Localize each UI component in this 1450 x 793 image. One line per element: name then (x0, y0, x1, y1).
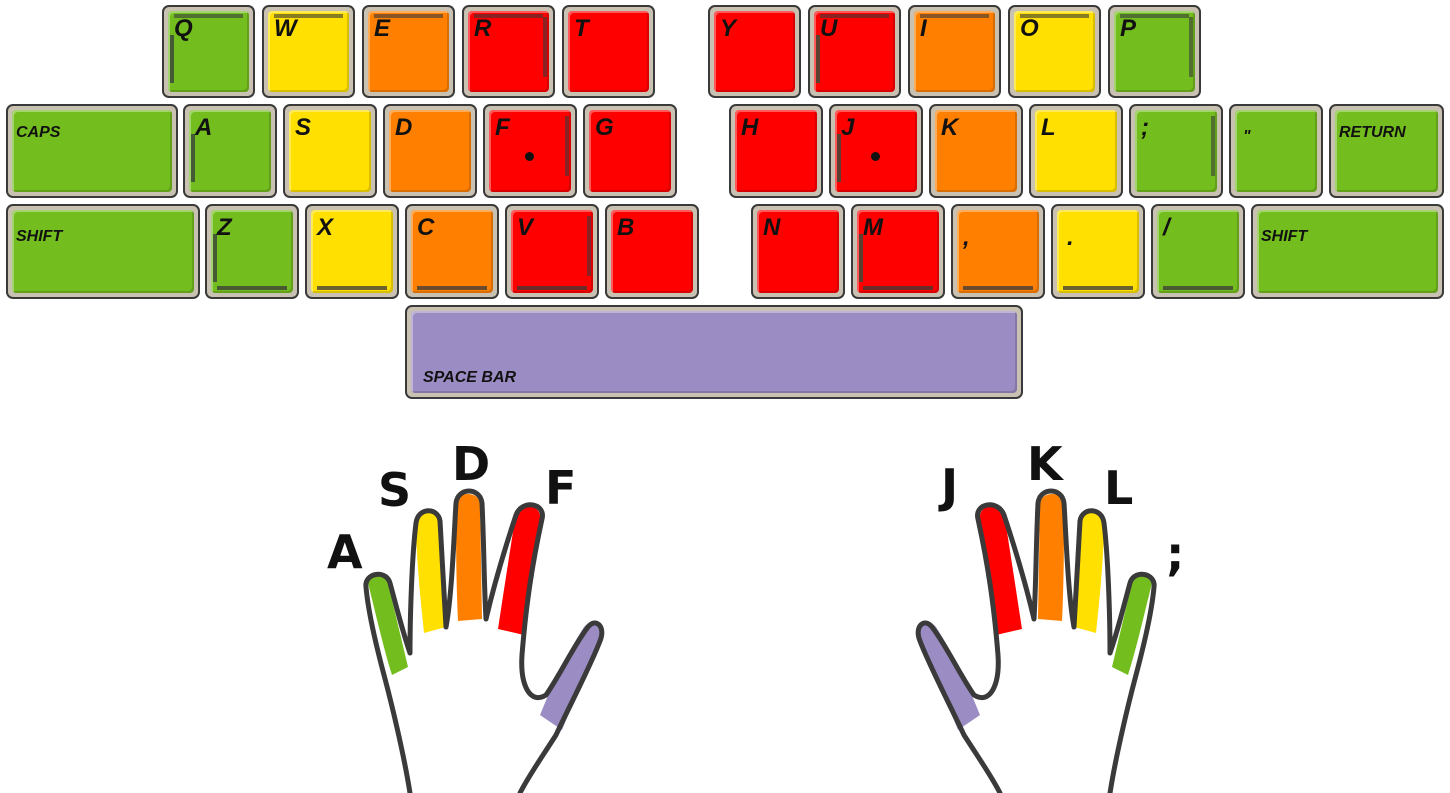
key-return[interactable]: RETURN (1329, 104, 1444, 198)
key-u[interactable]: U (808, 5, 901, 98)
key-label: " (1243, 128, 1251, 146)
key-label: RETURN (1339, 124, 1406, 142)
key-label: Z (217, 214, 232, 242)
key-f[interactable]: F (483, 104, 577, 198)
key-b[interactable]: B (605, 204, 699, 299)
key-m[interactable]: M (851, 204, 945, 299)
key-shift-right[interactable]: SHIFT (1251, 204, 1444, 299)
right-middle-finger (1038, 494, 1064, 621)
key-period[interactable]: . (1051, 204, 1145, 299)
key-shift-left[interactable]: SHIFT (6, 204, 200, 299)
key-quote[interactable]: " (1229, 104, 1323, 198)
key-caps[interactable]: CAPS (6, 104, 178, 198)
key-label: SHIFT (16, 228, 62, 246)
key-h[interactable]: H (729, 104, 823, 198)
left-index-label: F (545, 461, 576, 515)
key-a[interactable]: A (183, 104, 277, 198)
key-label: G (595, 114, 614, 142)
key-label: A (195, 114, 212, 142)
key-label: R (474, 15, 491, 43)
key-label: W (274, 15, 297, 43)
key-label: Y (720, 15, 736, 43)
key-comma[interactable]: , (951, 204, 1045, 299)
key-t[interactable]: T (562, 5, 655, 98)
key-r[interactable]: R (462, 5, 555, 98)
key-q[interactable]: Q (162, 5, 255, 98)
key-s[interactable]: S (283, 104, 377, 198)
right-index-label: J (938, 459, 958, 513)
key-g[interactable]: G (583, 104, 677, 198)
key-label: F (495, 114, 510, 142)
left-ring-label: S (378, 463, 411, 517)
key-label: X (317, 214, 333, 242)
left-thumb (540, 622, 601, 730)
key-label: B (617, 214, 634, 242)
key-o[interactable]: O (1008, 5, 1101, 98)
key-label: U (820, 15, 837, 43)
key-z[interactable]: Z (205, 204, 299, 299)
key-label: D (395, 114, 412, 142)
key-space-bar[interactable]: SPACE BAR (405, 305, 1023, 399)
key-label: , (963, 224, 970, 252)
key-label: SHIFT (1261, 228, 1307, 246)
key-label: I (920, 15, 927, 43)
key-e[interactable]: E (362, 5, 455, 98)
key-label: K (941, 114, 958, 142)
key-label: L (1041, 114, 1056, 142)
keyboard-diagram: Q W E R T Y U I O P CAPS A (0, 0, 1450, 405)
key-label: . (1067, 224, 1074, 252)
key-x[interactable]: X (305, 204, 399, 299)
key-label: SPACE BAR (423, 369, 516, 387)
key-k[interactable]: K (929, 104, 1023, 198)
key-label: P (1120, 15, 1136, 43)
key-label: CAPS (16, 124, 60, 142)
home-bump-dot (525, 152, 534, 161)
key-label: M (863, 214, 883, 242)
key-label: E (374, 15, 390, 43)
key-label: S (295, 114, 311, 142)
key-y[interactable]: Y (708, 5, 801, 98)
left-pinky-label: A (327, 525, 363, 579)
right-middle-label: K (1027, 437, 1065, 491)
hands-diagram: A S D F J K L ; (0, 405, 1450, 793)
key-label: N (763, 214, 780, 242)
left-hand (366, 491, 602, 793)
right-thumb (919, 622, 980, 730)
key-p[interactable]: P (1108, 5, 1201, 98)
key-label: H (741, 114, 758, 142)
key-l[interactable]: L (1029, 104, 1123, 198)
key-label: V (517, 214, 533, 242)
key-label: ; (1141, 114, 1149, 142)
key-d[interactable]: D (383, 104, 477, 198)
left-middle-label: D (452, 437, 490, 491)
key-i[interactable]: I (908, 5, 1001, 98)
key-v[interactable]: V (505, 204, 599, 299)
right-ring-label: L (1104, 461, 1133, 515)
key-semicolon[interactable]: ; (1129, 104, 1223, 198)
right-pinky-label: ; (1166, 527, 1184, 581)
key-w[interactable]: W (262, 5, 355, 98)
key-label: O (1020, 15, 1039, 43)
key-n[interactable]: N (751, 204, 845, 299)
key-label: T (574, 15, 589, 43)
key-label: J (841, 114, 854, 142)
key-c[interactable]: C (405, 204, 499, 299)
key-slash[interactable]: / (1151, 204, 1245, 299)
home-bump-dot (871, 152, 880, 161)
key-label: Q (174, 15, 193, 43)
left-middle-finger (456, 494, 482, 621)
key-j[interactable]: J (829, 104, 923, 198)
key-label: / (1163, 214, 1170, 242)
key-label: C (417, 214, 434, 242)
right-hand (918, 491, 1154, 793)
